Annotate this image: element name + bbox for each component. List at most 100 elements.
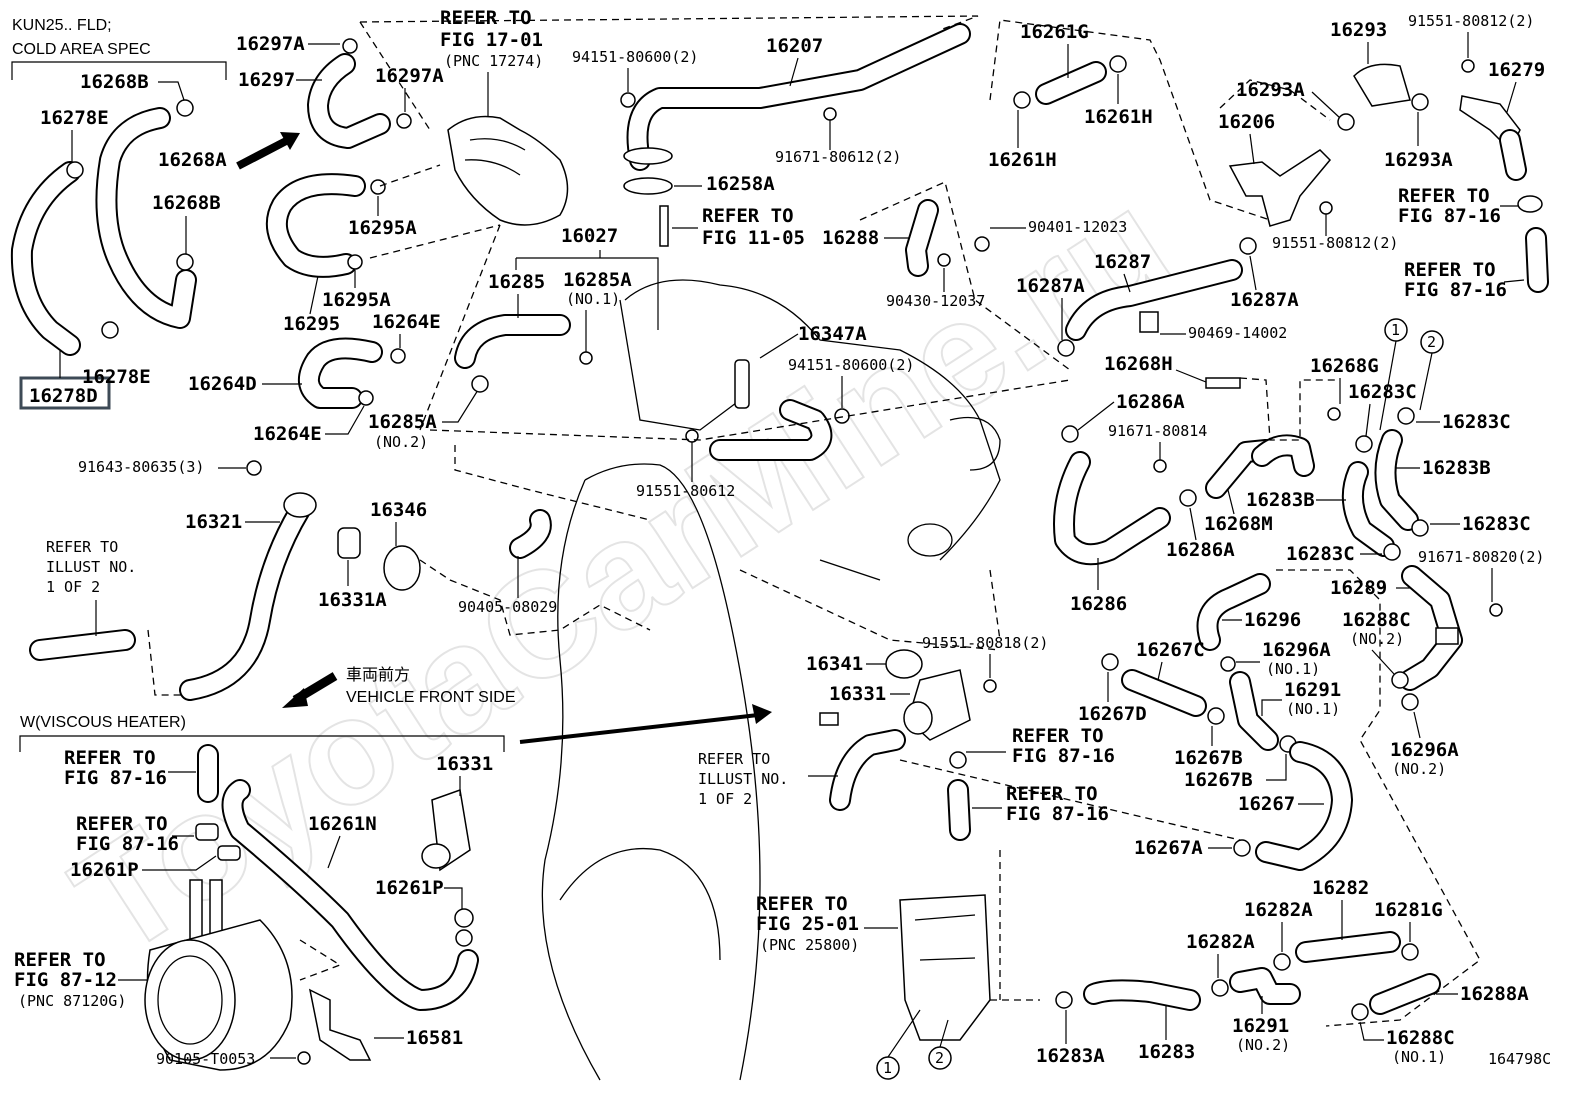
ref-87-16-tr2-line2[interactable]: FIG 87-16 bbox=[1404, 279, 1507, 301]
label-16331-center[interactable]: 16331 bbox=[829, 683, 886, 705]
label-16261G[interactable]: 16261G bbox=[1020, 21, 1089, 43]
ref-17-01-line3[interactable]: (PNC 17274) bbox=[444, 52, 543, 70]
label-91671-80612[interactable]: 91671-80612(2) bbox=[775, 148, 901, 166]
label-91551-80612[interactable]: 91551-80612 bbox=[636, 482, 735, 500]
ref-17-01-line2[interactable]: FIG 17-01 bbox=[440, 29, 543, 51]
label-16281G[interactable]: 16281G bbox=[1374, 899, 1443, 921]
ref-87-16-vh1-line2[interactable]: FIG 87-16 bbox=[64, 767, 167, 789]
label-16206[interactable]: 16206 bbox=[1218, 111, 1275, 133]
ref-87-16-vh2-line1[interactable]: REFER TO bbox=[76, 813, 168, 835]
ref-illust-left-line2[interactable]: ILLUST NO. bbox=[46, 558, 136, 576]
ref-87-16-tr-line1[interactable]: REFER TO bbox=[1398, 185, 1490, 207]
label-16286A-a[interactable]: 16286A bbox=[1116, 391, 1185, 413]
label-16287A-a[interactable]: 16287A bbox=[1016, 275, 1085, 297]
label-16293A-a[interactable]: 16293A bbox=[1236, 79, 1305, 101]
label-16267A[interactable]: 16267A bbox=[1134, 837, 1203, 859]
label-16267D[interactable]: 16267D bbox=[1078, 703, 1147, 725]
ref-87-16-c1-line1[interactable]: REFER TO bbox=[1012, 725, 1104, 747]
label-91551-80812-b[interactable]: 91551-80812(2) bbox=[1272, 234, 1398, 252]
label-16268G[interactable]: 16268G bbox=[1310, 355, 1379, 377]
label-16291-no2-sub[interactable]: (NO.2) bbox=[1236, 1036, 1290, 1054]
label-16278E-a[interactable]: 16278E bbox=[40, 107, 109, 129]
label-16283A[interactable]: 16283A bbox=[1036, 1045, 1105, 1067]
label-16288C-no1-sub[interactable]: (NO.1) bbox=[1392, 1048, 1446, 1066]
label-16286[interactable]: 16286 bbox=[1070, 593, 1127, 615]
label-16282A-a[interactable]: 16282A bbox=[1244, 899, 1313, 921]
label-16027[interactable]: 16027 bbox=[561, 225, 618, 247]
label-16264E-b[interactable]: 16264E bbox=[253, 423, 322, 445]
label-16295A-a[interactable]: 16295A bbox=[348, 217, 417, 239]
label-16285A-no1-sub[interactable]: (NO.1) bbox=[566, 290, 620, 308]
ref-25-01-line2[interactable]: FIG 25-01 bbox=[756, 913, 859, 935]
label-16288C-no2-sub[interactable]: (NO.2) bbox=[1350, 630, 1404, 648]
label-16293A-b[interactable]: 16293A bbox=[1384, 149, 1453, 171]
ref-87-16-vh2-line2[interactable]: FIG 87-16 bbox=[76, 833, 179, 855]
label-16282[interactable]: 16282 bbox=[1312, 877, 1369, 899]
label-16267[interactable]: 16267 bbox=[1238, 793, 1295, 815]
ref-illust-mid-line2[interactable]: ILLUST NO. bbox=[698, 770, 788, 788]
label-16283C-d[interactable]: 16283C bbox=[1286, 543, 1355, 565]
label-16268A[interactable]: 16268A bbox=[158, 149, 227, 171]
ref-87-16-tr-line2[interactable]: FIG 87-16 bbox=[1398, 205, 1501, 227]
label-16331-vh[interactable]: 16331 bbox=[436, 753, 493, 775]
label-16268B-a[interactable]: 16268B bbox=[80, 71, 149, 93]
label-16258A[interactable]: 16258A bbox=[706, 173, 775, 195]
label-16283C-a[interactable]: 16283C bbox=[1348, 381, 1417, 403]
ref-87-12-line2[interactable]: FIG 87-12 bbox=[14, 969, 117, 991]
label-16321[interactable]: 16321 bbox=[185, 511, 242, 533]
ref-87-16-tr2-line1[interactable]: REFER TO bbox=[1404, 259, 1496, 281]
label-16261P-b[interactable]: 16261P bbox=[375, 877, 444, 899]
ref-illust-mid-line1[interactable]: REFER TO bbox=[698, 750, 770, 768]
ref-11-05-line2[interactable]: FIG 11-05 bbox=[702, 227, 805, 249]
label-16331A[interactable]: 16331A bbox=[318, 589, 387, 611]
label-16283B-a[interactable]: 16283B bbox=[1422, 457, 1491, 479]
label-16261N[interactable]: 16261N bbox=[308, 813, 377, 835]
label-91643-80635[interactable]: 91643-80635(3) bbox=[78, 458, 204, 476]
label-94151-80600-a[interactable]: 94151-80600(2) bbox=[572, 48, 698, 66]
label-16288[interactable]: 16288 bbox=[822, 227, 879, 249]
label-16296A-no1[interactable]: 16296A bbox=[1262, 639, 1331, 661]
ref-87-16-vh1-line1[interactable]: REFER TO bbox=[64, 747, 156, 769]
label-16268H[interactable]: 16268H bbox=[1104, 353, 1173, 375]
label-16297A-a[interactable]: 16297A bbox=[236, 33, 305, 55]
label-90430-12037[interactable]: 90430-12037 bbox=[886, 292, 985, 310]
label-16293[interactable]: 16293 bbox=[1330, 19, 1387, 41]
ref-illust-left-line1[interactable]: REFER TO bbox=[46, 538, 118, 556]
label-16288C-no1[interactable]: 16288C bbox=[1386, 1027, 1455, 1049]
label-16341[interactable]: 16341 bbox=[806, 653, 863, 675]
label-16278E-b[interactable]: 16278E bbox=[82, 366, 151, 388]
label-16289[interactable]: 16289 bbox=[1330, 577, 1387, 599]
label-16297A-b[interactable]: 16297A bbox=[375, 65, 444, 87]
label-16285A-no2[interactable]: 16285A bbox=[368, 411, 437, 433]
label-91671-80814[interactable]: 91671-80814 bbox=[1108, 422, 1207, 440]
ref-illust-left-line3[interactable]: 1 OF 2 bbox=[46, 578, 100, 596]
ref-87-16-c2-line1[interactable]: REFER TO bbox=[1006, 783, 1098, 805]
label-16282A-b[interactable]: 16282A bbox=[1186, 931, 1255, 953]
label-16283B-b[interactable]: 16283B bbox=[1246, 489, 1315, 511]
label-16278D[interactable]: 16278D bbox=[29, 385, 98, 407]
label-16288A[interactable]: 16288A bbox=[1460, 983, 1529, 1005]
label-16286A-b[interactable]: 16286A bbox=[1166, 539, 1235, 561]
ref-25-01-line3[interactable]: (PNC 25800) bbox=[760, 936, 859, 954]
ref-87-16-c2-line2[interactable]: FIG 87-16 bbox=[1006, 803, 1109, 825]
label-16279[interactable]: 16279 bbox=[1488, 59, 1545, 81]
label-16268B-b[interactable]: 16268B bbox=[152, 192, 221, 214]
label-16346[interactable]: 16346 bbox=[370, 499, 427, 521]
label-91551-80818[interactable]: 91551-80818(2) bbox=[922, 634, 1048, 652]
label-16264D[interactable]: 16264D bbox=[188, 373, 257, 395]
label-16297[interactable]: 16297 bbox=[238, 69, 295, 91]
label-16283C-b[interactable]: 16283C bbox=[1442, 411, 1511, 433]
label-16291-no1-sub[interactable]: (NO.1) bbox=[1286, 700, 1340, 718]
label-16287[interactable]: 16287 bbox=[1094, 251, 1151, 273]
label-16291-no1[interactable]: 16291 bbox=[1284, 679, 1341, 701]
label-16267C[interactable]: 16267C bbox=[1136, 639, 1205, 661]
label-90405-08029[interactable]: 90405-08029 bbox=[458, 598, 557, 616]
label-16291-no2[interactable]: 16291 bbox=[1232, 1015, 1289, 1037]
label-16581[interactable]: 16581 bbox=[406, 1027, 463, 1049]
label-16264E-a[interactable]: 16264E bbox=[372, 311, 441, 333]
label-94151-80600-b[interactable]: 94151-80600(2) bbox=[788, 356, 914, 374]
label-16283C-c[interactable]: 16283C bbox=[1462, 513, 1531, 535]
label-16261P-a[interactable]: 16261P bbox=[70, 859, 139, 881]
ref-11-05-line1[interactable]: REFER TO bbox=[702, 205, 794, 227]
ref-87-12-line1[interactable]: REFER TO bbox=[14, 949, 106, 971]
